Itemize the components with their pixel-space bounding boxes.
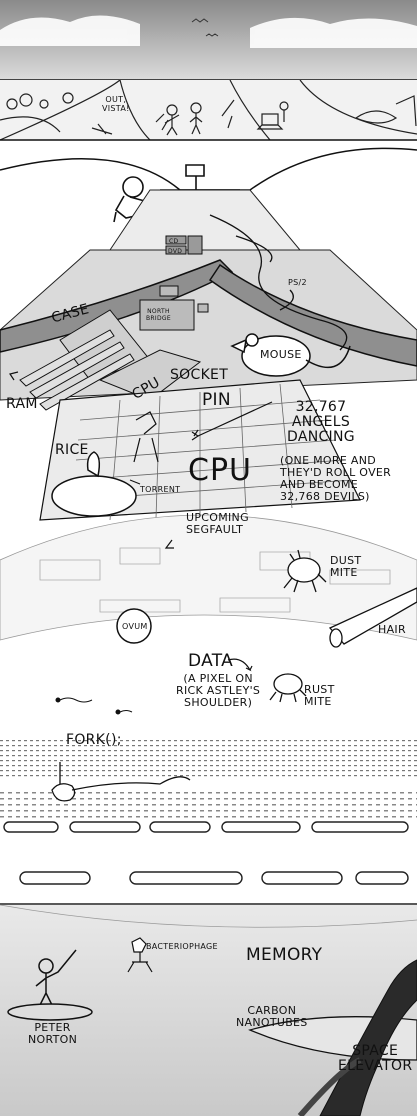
label-dust-mite-line2: MITE bbox=[330, 566, 358, 579]
label-socket: SOCKET bbox=[170, 367, 229, 383]
segfault-arrow bbox=[164, 539, 174, 549]
label-out-vista-line2: VISTA! bbox=[102, 104, 130, 113]
label-torrent: TORRENT bbox=[140, 485, 181, 494]
ram-arrow bbox=[9, 371, 19, 381]
label-devils-note-line2: THEY'D ROLL OVER bbox=[280, 466, 392, 479]
angels-pin bbox=[191, 401, 273, 441]
top-ground bbox=[0, 80, 417, 140]
label-peter-norton-line1: PETER bbox=[34, 1021, 71, 1034]
label-mouse: MOUSE bbox=[260, 348, 302, 361]
label-out-vista-line1: OUT, bbox=[105, 95, 127, 104]
label-north-bridge-line1: NORTH bbox=[147, 308, 170, 315]
label-data-note-line1: (A PIXEL ON bbox=[183, 672, 253, 685]
label-segfault: UPCOMING SEGFAULT bbox=[186, 512, 249, 536]
label-devils-note: (ONE MORE AND THEY'D ROLL OVER AND BECOM… bbox=[280, 455, 391, 503]
cpu-stick-figures bbox=[133, 411, 159, 463]
label-out-vista: OUT, VISTA! bbox=[102, 95, 130, 113]
label-dvd: DVD bbox=[168, 248, 183, 255]
label-peter-norton: PETER NORTON bbox=[28, 1022, 77, 1046]
clouds bbox=[0, 15, 417, 48]
label-cd: CD bbox=[169, 238, 179, 245]
ovum bbox=[116, 608, 152, 644]
top-scene bbox=[0, 79, 417, 141]
label-ps2: PS/2 bbox=[288, 278, 307, 287]
label-ovum: OVUM bbox=[122, 622, 148, 631]
data-arrow bbox=[227, 658, 253, 672]
fork-process bbox=[51, 762, 191, 802]
rice-grain bbox=[51, 451, 137, 517]
label-data: DATA bbox=[188, 651, 233, 671]
bottom-ridge bbox=[0, 904, 417, 928]
label-segfault-line2: SEGFAULT bbox=[186, 523, 244, 536]
label-memory: MEMORY bbox=[246, 945, 323, 965]
label-rice: RICE bbox=[55, 442, 89, 458]
label-space-elevator-line1: SPACE bbox=[352, 1043, 399, 1059]
rust-mite bbox=[269, 673, 307, 703]
label-ram: RAM bbox=[6, 396, 38, 412]
hair-strand bbox=[328, 587, 417, 648]
label-segfault-line1: UPCOMING bbox=[186, 511, 249, 524]
label-fork: FORK(); bbox=[66, 732, 122, 748]
label-bacteriophage: BACTERIOPHAGE bbox=[146, 942, 218, 951]
ram-slots bbox=[19, 329, 135, 411]
dust-mite bbox=[283, 549, 327, 593]
label-devils-note-line1: (ONE MORE AND bbox=[280, 454, 376, 467]
birds bbox=[191, 18, 219, 37]
label-peter-norton-line2: NORTON bbox=[28, 1033, 78, 1046]
socket-pins bbox=[71, 383, 353, 521]
label-dust-mite-line1: DUST bbox=[330, 554, 362, 567]
label-rust-mite-line2: MITE bbox=[304, 695, 332, 708]
texture-band-1 bbox=[0, 740, 417, 780]
torrent-arrow bbox=[129, 479, 141, 485]
label-north-bridge-line2: BRIDGE bbox=[146, 315, 171, 322]
label-carbon-nanotubes-line2: NANOTUBES bbox=[236, 1016, 308, 1029]
label-cpu-big: CPU bbox=[188, 453, 252, 488]
label-angels-line2: ANGELS bbox=[291, 414, 351, 430]
memory-cells bbox=[3, 821, 409, 885]
label-pin: PIN bbox=[202, 390, 231, 410]
drive-bays bbox=[165, 235, 203, 255]
label-data-note-line3: SHOULDER) bbox=[184, 696, 253, 709]
die-blocks bbox=[39, 547, 391, 613]
label-space-elevator-line2: ELEVATOR bbox=[338, 1058, 413, 1074]
label-carbon-nanotubes: CARBON NANOTUBES bbox=[236, 1005, 308, 1029]
funnel-outer bbox=[0, 147, 417, 191]
label-devils-note-line3: AND BECOME bbox=[280, 478, 358, 491]
mouse-rodent bbox=[230, 333, 351, 377]
label-devils-note-line4: 32,768 DEVILS) bbox=[280, 490, 370, 503]
label-angels-line3: DANCING bbox=[287, 429, 355, 445]
label-dust-mite: DUST MITE bbox=[330, 555, 361, 579]
peter-norton bbox=[7, 949, 93, 1021]
bacteriophage bbox=[127, 937, 153, 973]
label-rust-mite: RUST MITE bbox=[304, 684, 335, 708]
label-rust-mite-line1: RUST bbox=[304, 683, 335, 696]
label-angels-line1: 32,767 bbox=[295, 399, 347, 415]
sperm bbox=[55, 697, 133, 715]
label-hair: HAIR bbox=[378, 623, 406, 636]
label-data-note: (A PIXEL ON RICK ASTLEY'S SHOULDER) bbox=[176, 673, 260, 709]
label-north-bridge: NORTH BRIDGE bbox=[146, 308, 171, 322]
label-angels: 32,767 ANGELS DANCING bbox=[287, 400, 355, 445]
label-data-note-line2: RICK ASTLEY'S bbox=[176, 684, 261, 697]
label-space-elevator: SPACE ELEVATOR bbox=[338, 1044, 412, 1074]
cables bbox=[209, 214, 348, 351]
label-carbon-nanotubes-line1: CARBON bbox=[247, 1004, 297, 1017]
